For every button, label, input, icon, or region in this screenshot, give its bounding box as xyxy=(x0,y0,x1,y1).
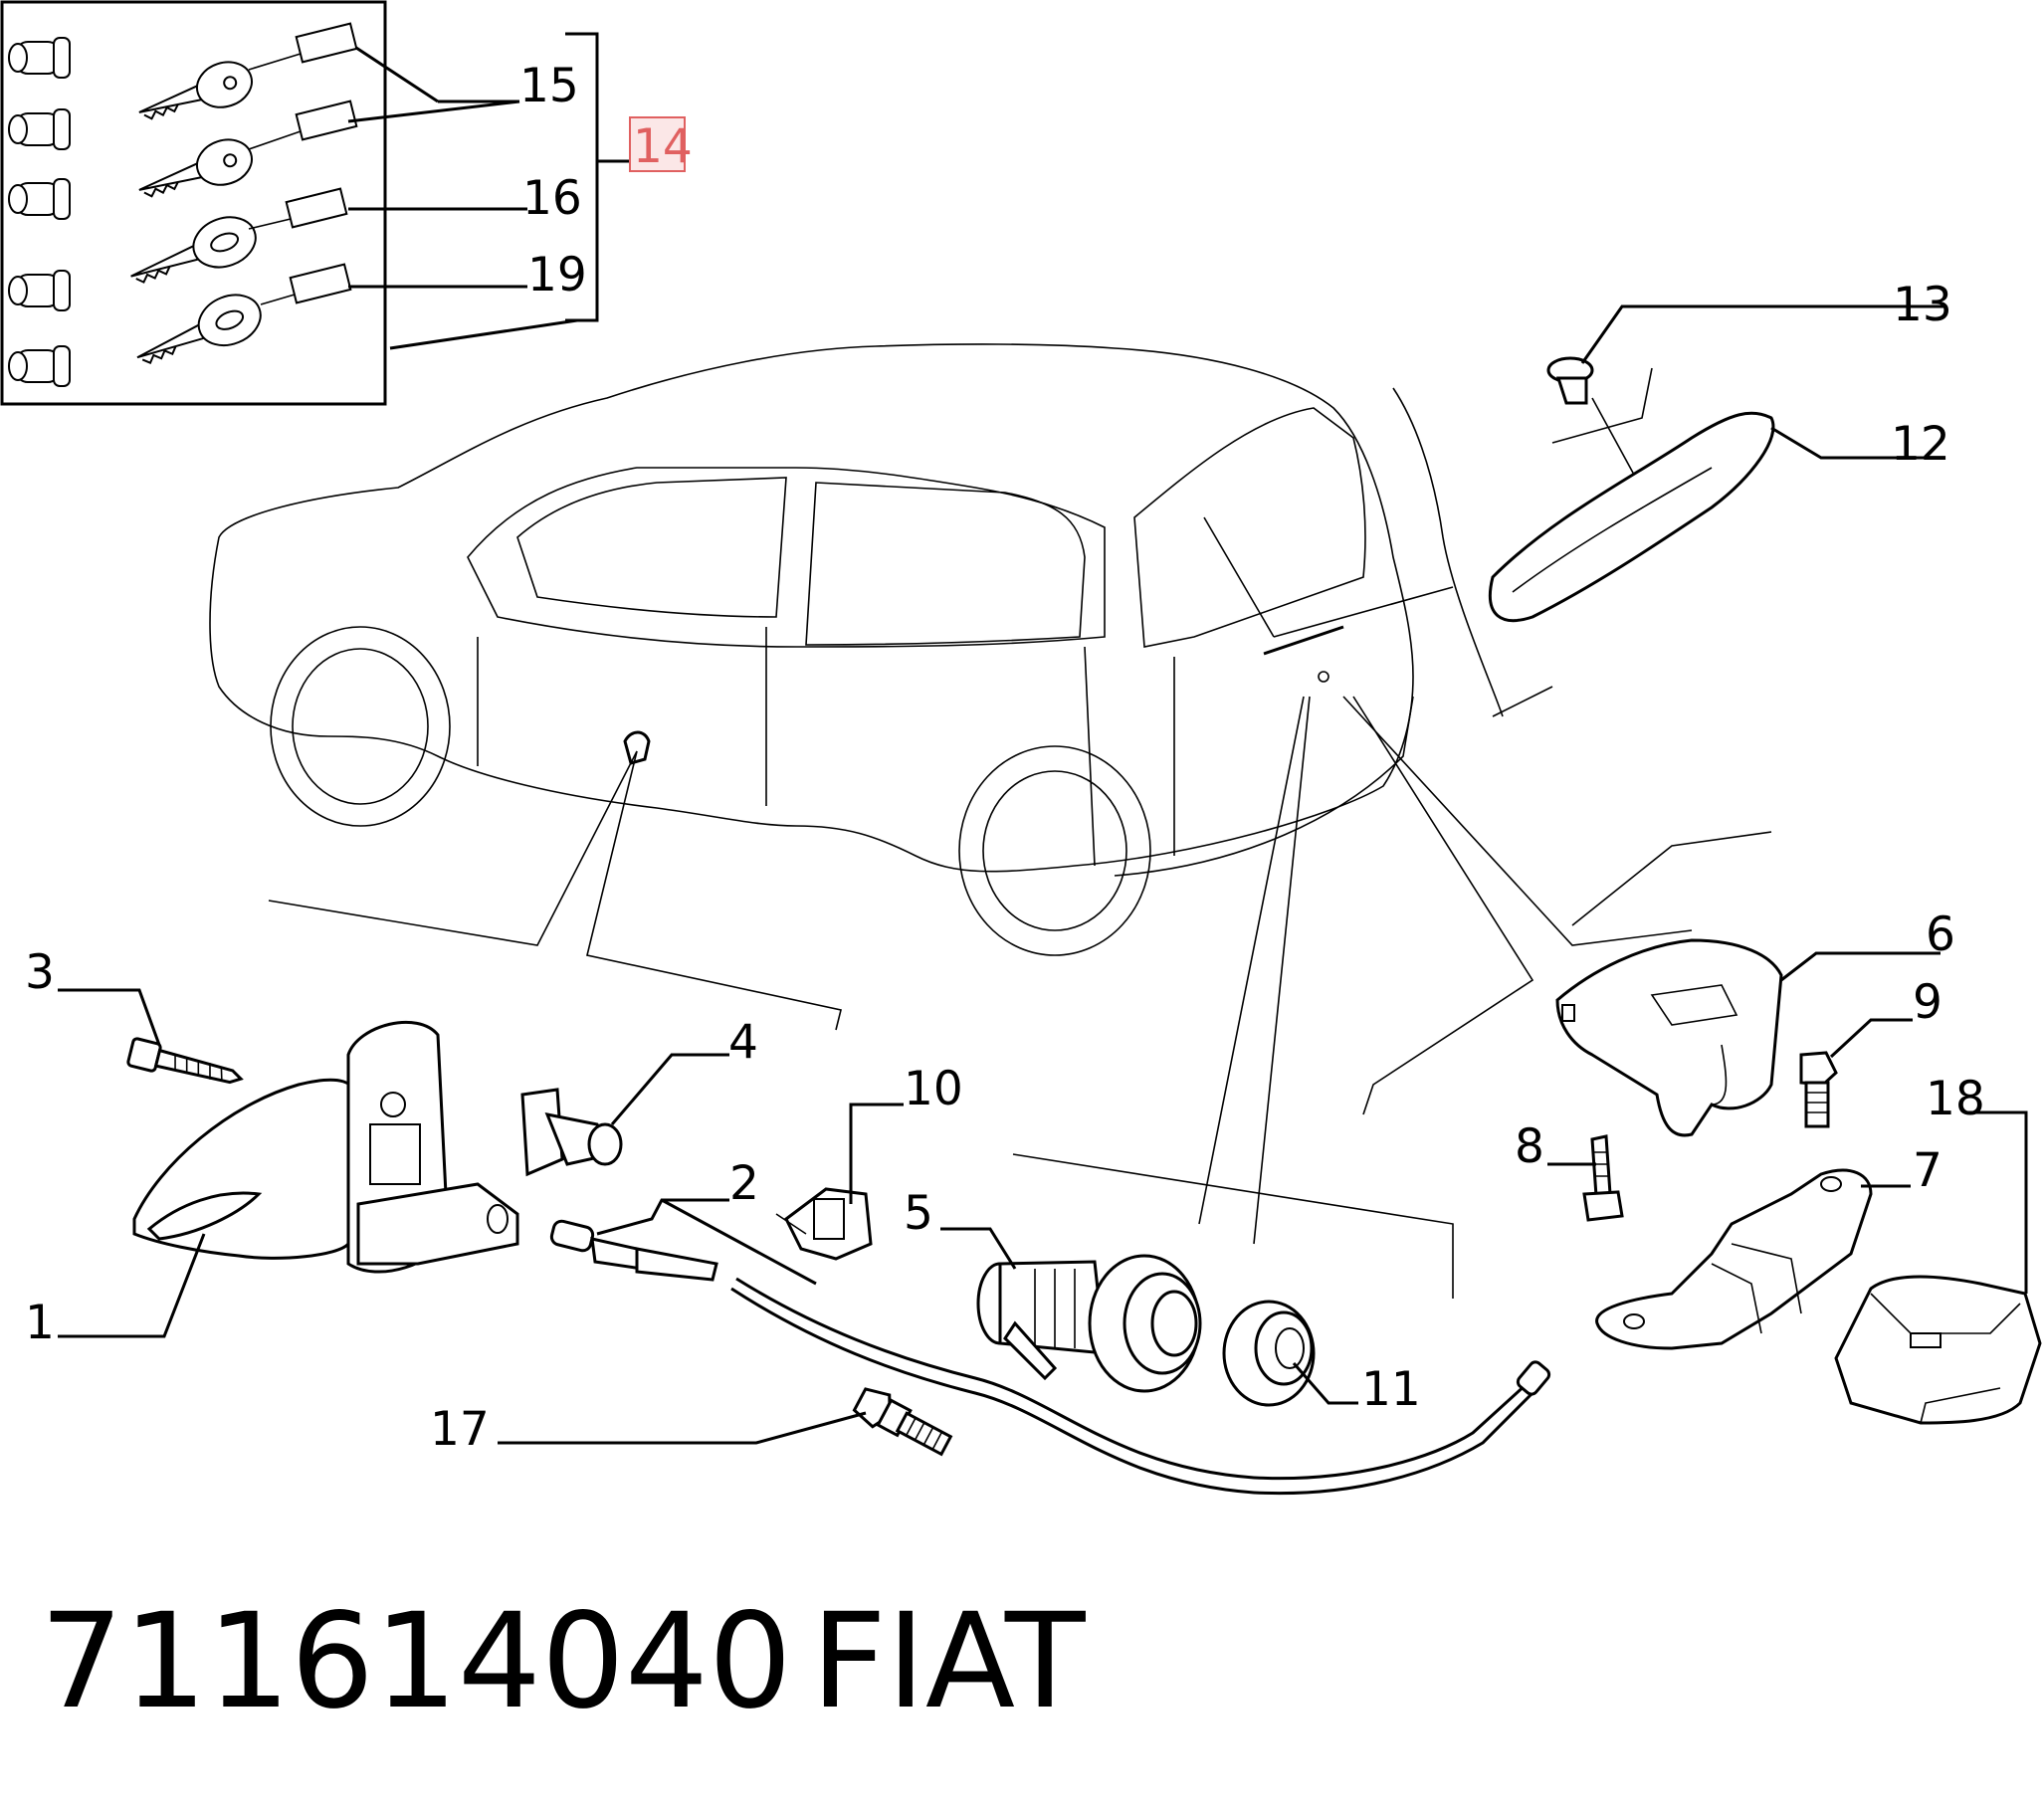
part-17-bolt-icon xyxy=(852,1387,953,1457)
key-set-inset xyxy=(0,0,387,406)
part-7-striker-icon xyxy=(1595,1168,1873,1350)
part-number: 711614040 xyxy=(40,1585,792,1738)
context-lines xyxy=(268,367,1772,1299)
callout-4[interactable]: 4 xyxy=(728,1015,758,1070)
part-6-tailgate-latch-icon xyxy=(1555,938,1783,1137)
part-18-latch-cover-icon xyxy=(1834,1275,2042,1425)
car-body-outline xyxy=(209,343,1414,956)
callout-14[interactable]: 14 xyxy=(633,119,693,174)
part-11-grommet-icon xyxy=(1222,1300,1316,1407)
fuel-flap-location-icon xyxy=(623,730,651,765)
key-tag-icons xyxy=(248,22,358,305)
callout-18[interactable]: 18 xyxy=(1926,1072,1985,1126)
part-12-tailgate-handle-icon xyxy=(1488,411,1775,623)
callout-12[interactable]: 12 xyxy=(1891,417,1950,472)
part-2-release-cable-icon xyxy=(549,1219,1551,1496)
part-13-plug-icon xyxy=(1546,356,1594,405)
callout-11[interactable]: 11 xyxy=(1361,1362,1421,1417)
inset-leaders xyxy=(347,32,631,350)
callout-5[interactable]: 5 xyxy=(904,1186,933,1241)
callout-10[interactable]: 10 xyxy=(904,1062,963,1116)
brand-name: FIAT xyxy=(811,1585,1087,1738)
callout-labels: 15 14 16 19 13 12 6 9 18 8 7 3 4 10 2 5 … xyxy=(25,59,1985,1457)
callout-8[interactable]: 8 xyxy=(1515,1119,1544,1174)
callout-leaders xyxy=(58,304,2028,1445)
part-1-fuel-flap-housing-icon xyxy=(132,1020,519,1274)
callout-16[interactable]: 16 xyxy=(522,171,582,226)
part-9-bolt-icon xyxy=(1799,1051,1838,1128)
part-3-screw-icon xyxy=(126,1037,244,1085)
callout-3[interactable]: 3 xyxy=(25,945,55,1000)
part-10-clip-icon xyxy=(775,1187,873,1261)
callout-1[interactable]: 1 xyxy=(25,1296,55,1350)
footer: 711614040 FIAT xyxy=(40,1585,1087,1738)
callout-9[interactable]: 9 xyxy=(1913,975,1942,1030)
part-5-lock-cylinder-icon xyxy=(976,1254,1202,1393)
callout-2[interactable]: 2 xyxy=(729,1156,759,1211)
callout-15[interactable]: 15 xyxy=(519,59,579,113)
callout-13[interactable]: 13 xyxy=(1893,278,1952,332)
callout-14-highlight xyxy=(629,116,686,172)
part-8-screw-icon xyxy=(1582,1134,1624,1222)
part-4-catch-icon xyxy=(520,1088,623,1177)
callout-19[interactable]: 19 xyxy=(527,248,587,302)
inset-frame xyxy=(0,0,387,406)
callout-17[interactable]: 17 xyxy=(430,1402,490,1457)
key-icons xyxy=(130,61,262,365)
lock-cylinder-icons xyxy=(8,37,71,387)
callout-7[interactable]: 7 xyxy=(1913,1143,1942,1198)
callout-6[interactable]: 6 xyxy=(1926,907,1955,962)
